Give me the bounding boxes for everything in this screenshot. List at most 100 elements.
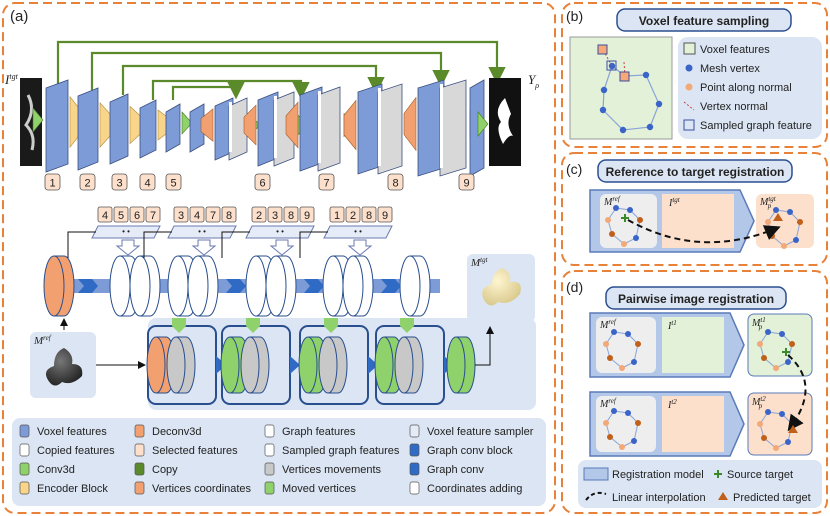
d-ref-mesh-1-vertex-3: [635, 341, 641, 347]
d-ref-mesh-2-vertex-4: [631, 438, 637, 444]
skip-connection-5: [171, 81, 245, 100]
selected-feature-label-2-2: 4: [194, 210, 200, 222]
conv-down-arrow-3: [324, 318, 338, 333]
block-vertices-3-front: [298, 336, 318, 394]
voxel-feature-sampler-1: [91, 225, 161, 239]
d-ref-mesh-1-vertex-5: [619, 365, 625, 371]
selected-feature-1-2: [113, 206, 129, 223]
d-image-t2-label: It2: [667, 398, 677, 411]
c-source-target-marker: [621, 214, 629, 222]
legend-a-icon-col2-4: [134, 481, 145, 495]
c-pred-mesh-vertex-2: [787, 209, 793, 215]
d-pred-mesh-2-vertex-5: [773, 445, 779, 451]
mesh-vertex-3: [599, 106, 607, 114]
sampler-arrow-1: [115, 239, 141, 256]
selected-feature-3-1: [251, 206, 267, 223]
selected-feature-label-3-3: 8: [288, 210, 294, 222]
graph-feature-top-1-front: [109, 255, 131, 317]
c-target-label: Itgt: [668, 196, 681, 209]
selected-feature-label-3-1: 2: [256, 210, 262, 222]
legend-a-icon-col2-1: [134, 424, 145, 438]
c-ref-mesh-vertex-4: [633, 235, 639, 241]
bottleneck-feature: [189, 103, 205, 153]
encoder-voxel-feature-4: [139, 99, 157, 159]
encoder-voxel-feature-5: [165, 103, 181, 153]
legend-a-label-col2-1: Deconv3d: [152, 426, 202, 438]
selected-feature-2-3: [205, 206, 221, 223]
sampler-input-line-1: [67, 231, 96, 258]
stage-number-box-3: [111, 173, 128, 191]
legend-d-icon-4: [718, 492, 728, 500]
sampler-dots-4: • •: [354, 227, 362, 236]
legend-a-label-col3-2: Sampled graph features: [282, 445, 400, 457]
conv3d-output: [477, 111, 489, 137]
graph-conv-chevron-2: [226, 279, 246, 293]
legend-a-icon-col4-1: [409, 424, 420, 438]
c-pred-mesh-vertex-1: [773, 207, 779, 213]
selected-feature-4-3: [361, 206, 377, 223]
stage-number-box-9: [458, 173, 475, 191]
legend-a-label-col2-2: Selected features: [152, 445, 238, 457]
d-ref-mesh-2-vertex-1: [611, 408, 617, 414]
stage-number-9: 9: [463, 178, 469, 190]
graph-conv-chevron-1: [78, 279, 98, 293]
graph-conv-chevron-4: [381, 279, 401, 293]
decoder-copied-feature-5: [439, 79, 467, 177]
d-pred-mesh-2-vertex-1: [765, 409, 771, 415]
legend-a-icon-col1-2: [19, 443, 30, 457]
d-pred-mesh-2-vertex-7: [757, 421, 763, 427]
selected-feature-label-3-4: 9: [304, 210, 310, 222]
input-image-content: [24, 94, 35, 151]
decoder-copy-gap-3: [318, 91, 321, 163]
panel-b-title: Voxel feature sampling: [639, 14, 769, 28]
c-pred-mesh-vertex-3: [797, 219, 803, 225]
stage-number-5: 5: [170, 178, 176, 190]
d-image-t1-label: It1: [667, 319, 677, 332]
sampled-feature-1: [597, 44, 608, 55]
selected-feature-label-1-1: 4: [102, 210, 108, 222]
c-predicted-target-marker: [773, 213, 783, 221]
d-pred-mesh-1-vertex-7: [757, 341, 763, 347]
d-pred-mesh-1-vertex-5: [773, 365, 779, 371]
d-ref-mesh-1-vertex-7: [603, 341, 609, 347]
selected-feature-label-2-1: 3: [178, 210, 184, 222]
d-ref-label-2: Mref: [599, 397, 617, 410]
graph-conv-chevron-3: [304, 279, 324, 293]
d-interpolation-arrow: [787, 354, 807, 432]
legend-a-label-col1-4: Encoder Block: [37, 483, 108, 495]
block-vertices-2-front: [220, 336, 240, 394]
block-movement-4-front: [394, 336, 414, 394]
selected-feature-3-3: [283, 206, 299, 223]
sampler-dots-3: • •: [276, 227, 284, 236]
mesh-vertex-6: [655, 100, 663, 108]
legend-a-label-col4-1: Voxel feature sampler: [427, 426, 534, 438]
decoder-copy-gap-5: [440, 84, 443, 168]
block-movement-1-front: [166, 336, 186, 394]
selected-feature-label-2-4: 8: [226, 210, 232, 222]
legend-a-label-col4-3: Graph conv: [427, 464, 484, 476]
panel-b-label: (b): [566, 8, 583, 24]
conv3d-input: [32, 107, 44, 133]
conv3d-bottleneck: [181, 111, 193, 135]
d-pred-mesh-2-vertex-6: [761, 435, 767, 441]
selected-feature-label-4-2: 2: [350, 210, 356, 222]
block-movement-2-front: [240, 336, 260, 394]
output-image-content: [497, 98, 513, 144]
panel-c-title: Reference to target registration: [606, 165, 785, 179]
d-pred-mesh-1-vertex-6: [761, 355, 767, 361]
d-pred-mesh-2-vertex-2: [779, 411, 785, 417]
selected-feature-label-3-2: 3: [272, 210, 278, 222]
selected-feature-1-4: [145, 206, 161, 223]
decoder-deconv-4: [343, 99, 357, 151]
legend-b-icon-1: [683, 42, 696, 55]
legend-a-label-col1-2: Copied features: [37, 445, 115, 457]
legend-a-label-col3-3: Vertices movements: [282, 464, 382, 476]
encoder-voxel-feature-3: [109, 93, 129, 165]
d-ref-mesh-2-vertex-3: [635, 420, 641, 426]
selected-feature-label-1-2: 5: [118, 210, 124, 222]
graph-feature-top-3-front: [245, 255, 267, 317]
